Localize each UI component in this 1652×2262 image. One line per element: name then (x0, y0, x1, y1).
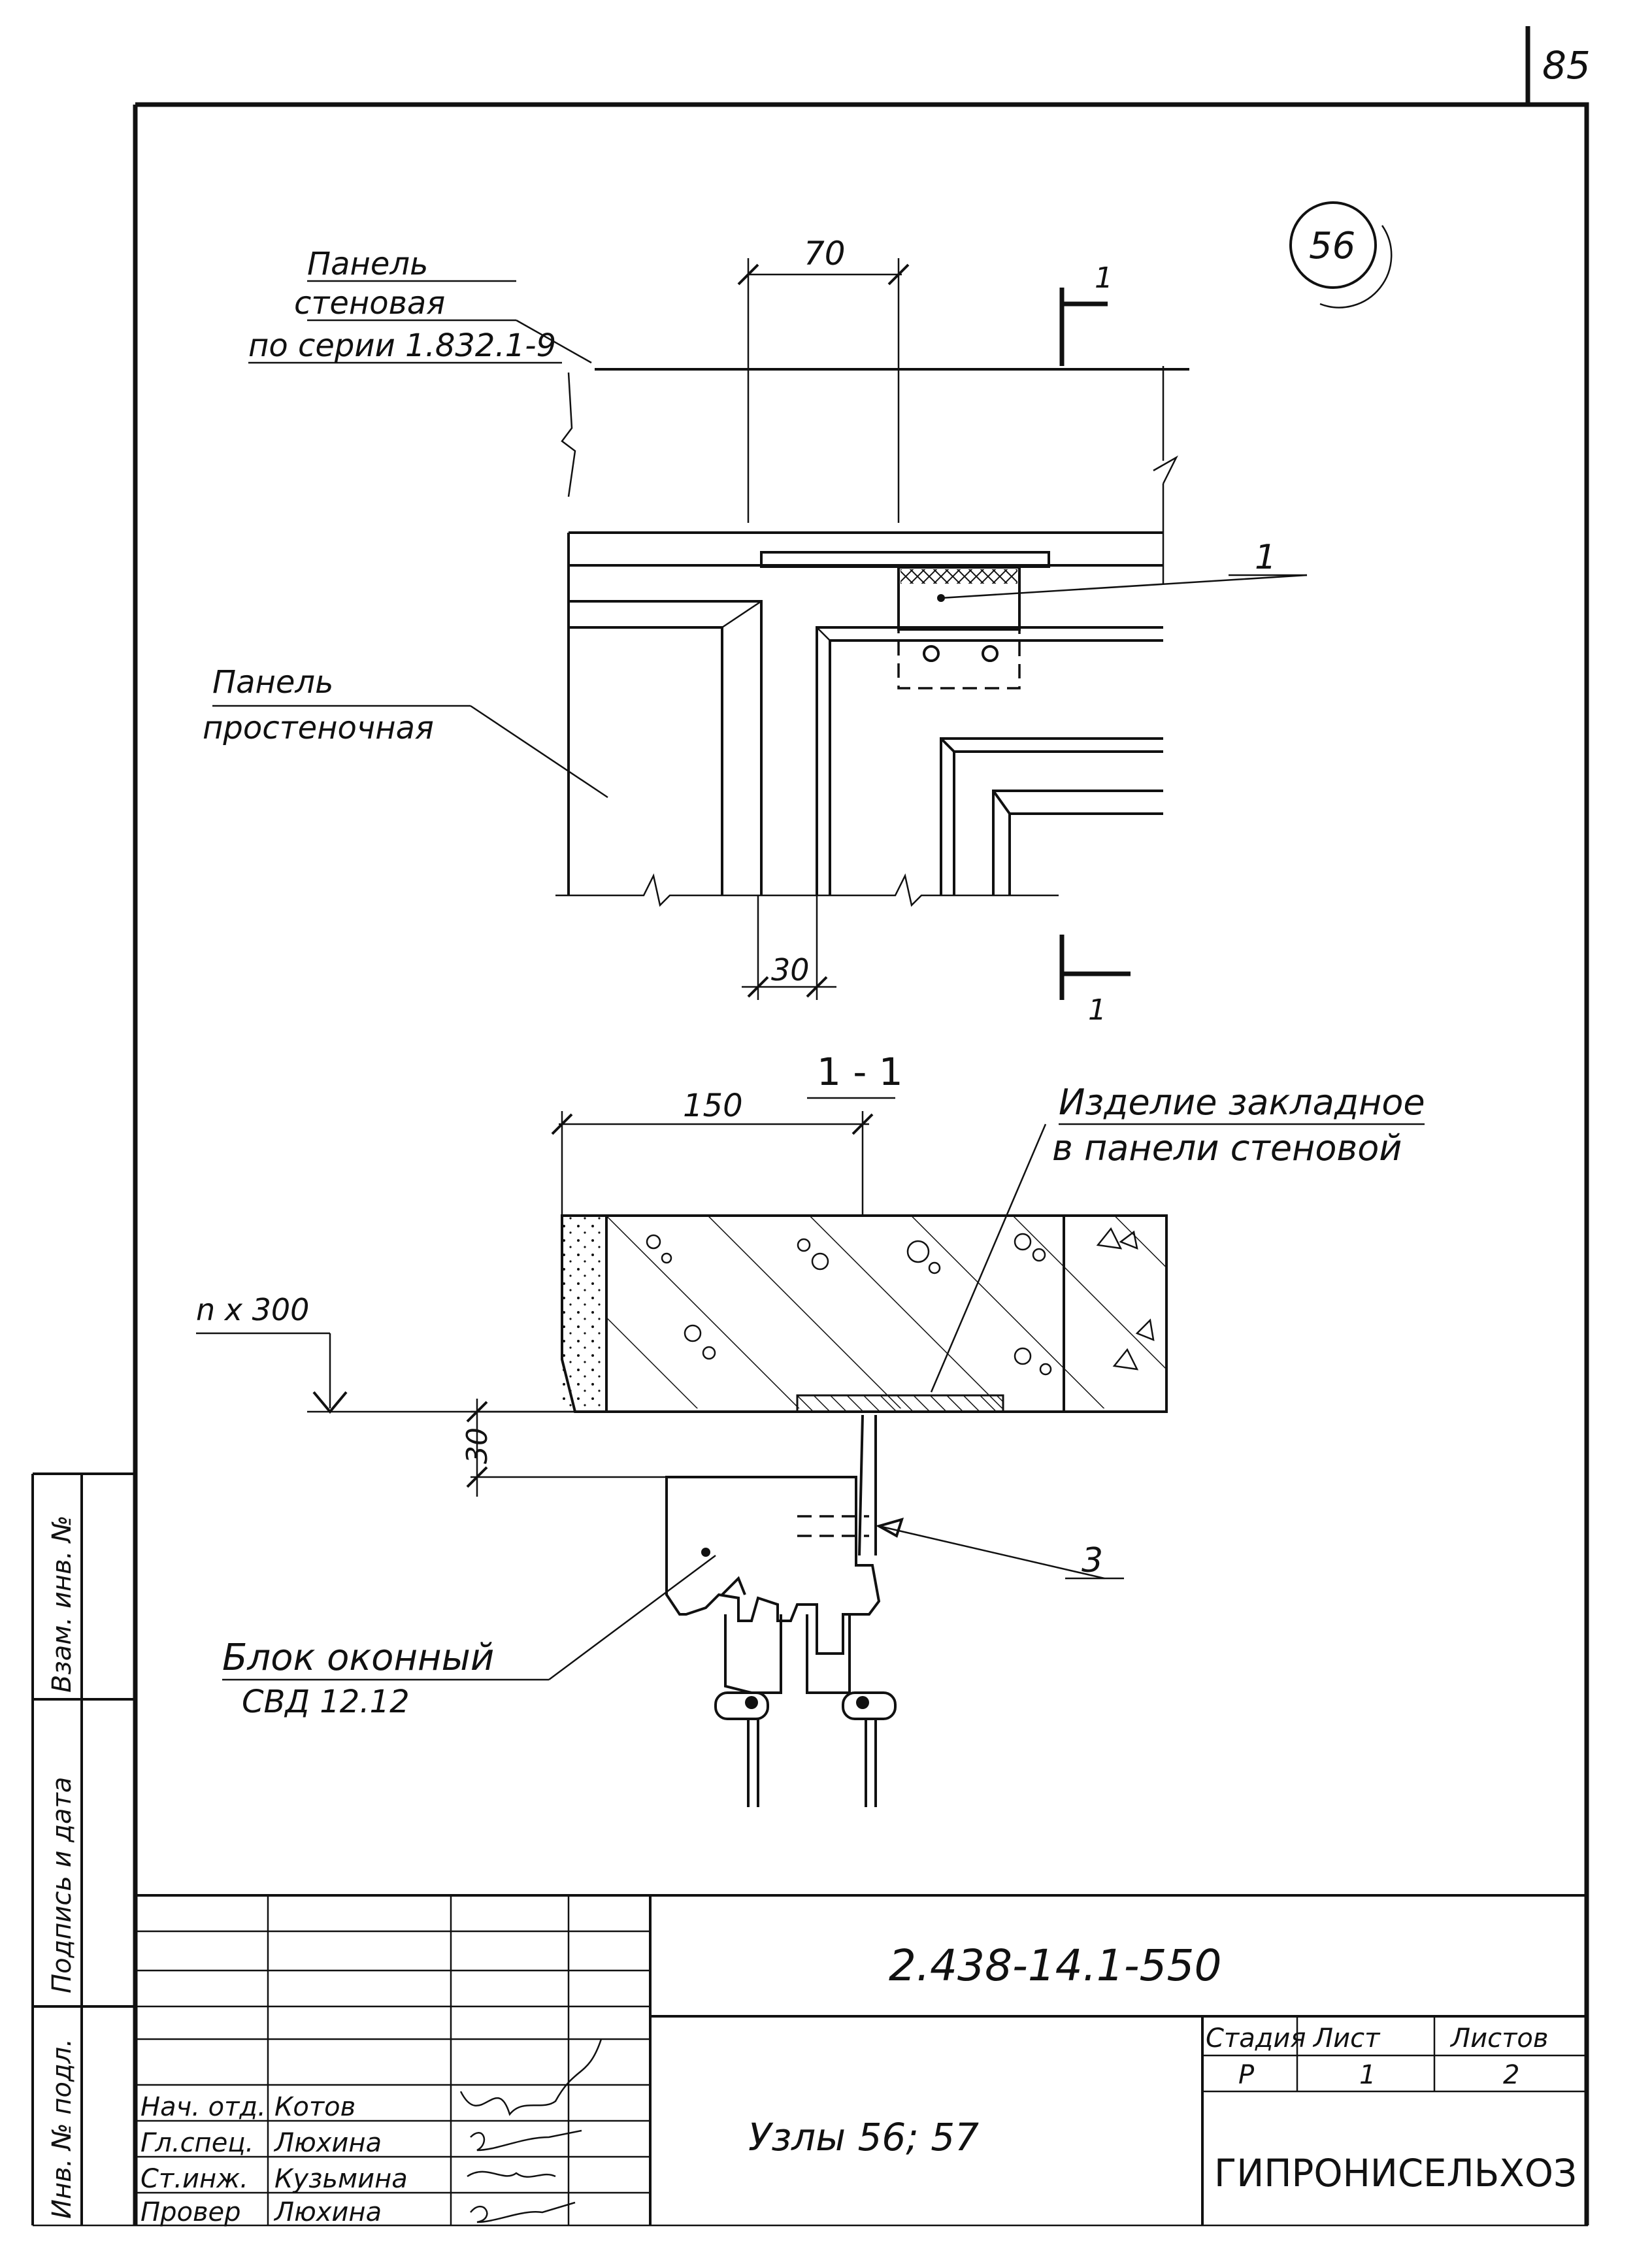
sheet-title: Узлы 56; 57 (748, 2115, 979, 2159)
label-embedded-1: Изделие закладное (1059, 1082, 1425, 1123)
label-window-1: Блок оконный (222, 1637, 494, 1679)
sig-role-1: Нач. отд. (140, 2092, 266, 2122)
sig-name-1: Котов (274, 2092, 355, 2122)
dim-30-top: 30 (771, 952, 810, 988)
title-block: 2.438-14.1-550 Узлы 56; 57 ГИПРОНИСЕЛЬХО… (135, 1894, 1587, 2227)
stamp-inv-no: Инв. № подл. (47, 2038, 77, 2219)
organization: ГИПРОНИСЕЛЬХОЗ (1214, 2151, 1577, 2195)
sheets-header: Листов (1449, 2023, 1548, 2054)
label-pier-panel-2: простеночная (203, 710, 434, 746)
dim-150: 150 (683, 1088, 743, 1124)
label-wall-panel-3: по серии 1.832.1-9 (248, 327, 556, 364)
callout-3: 3 (1082, 1541, 1103, 1580)
sheet-frame (33, 26, 1589, 2227)
side-stamp: Инв. № подл. Подпись и дата Взам. инв. № (31, 1472, 135, 2225)
sheet-value: 1 (1359, 2060, 1376, 2090)
detail-section: 1 - 1 150 Изделие закладное в панели сте… (196, 1050, 1425, 1807)
sig-name-3: Кузьмина (274, 2164, 408, 2194)
sig-role-4: Провер (140, 2197, 241, 2227)
sheets-value: 2 (1503, 2060, 1519, 2090)
label-wall-panel-1: Панель (307, 246, 428, 282)
section-mark-bottom: 1 (1088, 993, 1106, 1027)
dim-70: 70 (804, 235, 846, 273)
label-wall-panel-2: стеновая (294, 285, 445, 322)
sig-role-3: Ст.инж. (140, 2164, 248, 2194)
sig-name-2: Люхина (273, 2128, 382, 2158)
stage-value: Р (1238, 2060, 1255, 2090)
label-pier-panel-1: Панель (212, 664, 333, 701)
label-embedded-2: в панели стеновой (1052, 1127, 1402, 1169)
section-mark-top: 1 (1095, 261, 1113, 295)
sig-name-4: Люхина (273, 2197, 382, 2227)
label-window-2: СВД 12.12 (242, 1684, 410, 1720)
section-title: 1 - 1 (817, 1050, 903, 1094)
sheet-header: Лист (1312, 2023, 1381, 2054)
detail-plan: 70 1 (203, 235, 1308, 1027)
dim-30-section: 30 (461, 1427, 494, 1464)
node-number: 56 (1309, 225, 1355, 267)
sheet-number: 85 (1542, 43, 1591, 88)
stamp-replace-inv: Взам. инв. № (47, 1515, 77, 1693)
doc-code: 2.438-14.1-550 (889, 1940, 1222, 1991)
sig-role-2: Гл.спец. (140, 2128, 254, 2158)
stamp-signature-date: Подпись и дата (47, 1777, 77, 1993)
stage-header: Стадия (1206, 2023, 1306, 2054)
label-step: n x 300 (196, 1292, 309, 1327)
callout-1: 1 (1255, 538, 1276, 577)
node-circle-mark: 56 (1289, 201, 1393, 308)
handwritten-signatures (459, 2038, 603, 2223)
